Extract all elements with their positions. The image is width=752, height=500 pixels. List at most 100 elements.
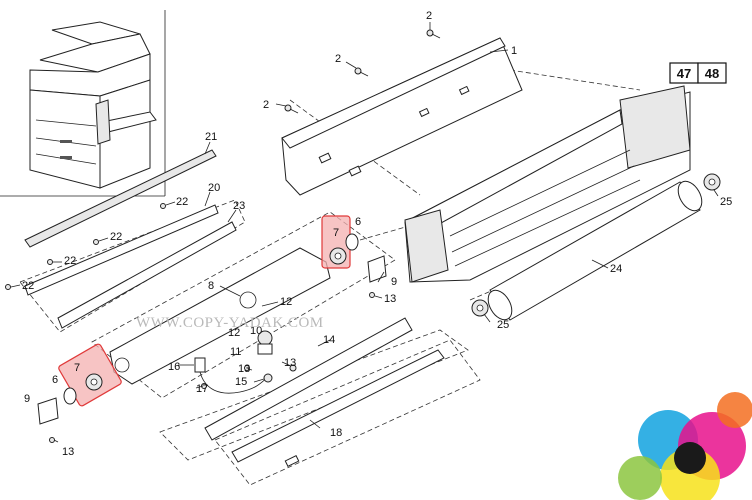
bracket-icon bbox=[37, 397, 59, 425]
callout-22: 22 bbox=[22, 280, 34, 292]
callout-13: 13 bbox=[384, 293, 396, 305]
roller-end bbox=[677, 180, 703, 212]
guide-line bbox=[509, 69, 641, 91]
callout-13: 13 bbox=[62, 446, 74, 458]
callout-11: 11 bbox=[230, 346, 241, 358]
frame-detail bbox=[449, 149, 631, 237]
bracket-hole bbox=[239, 291, 257, 309]
copier-body-side bbox=[99, 79, 151, 189]
callout-labels: 2 1 2 2 21 20 22 23 22 22 22 6 7 9 13 8 … bbox=[22, 10, 732, 458]
screw-icon bbox=[284, 104, 299, 114]
callout-13: 13 bbox=[284, 357, 296, 369]
part-1-top-cover bbox=[281, 37, 523, 196]
callout-6: 6 bbox=[355, 216, 361, 228]
roller-end bbox=[487, 289, 513, 321]
part-15-clamp bbox=[263, 373, 273, 383]
callout-21: 21 bbox=[205, 131, 217, 143]
heater-terminal bbox=[284, 455, 300, 467]
cover-slot bbox=[418, 107, 430, 118]
lamp-body bbox=[204, 317, 413, 441]
cover-slot bbox=[318, 152, 332, 164]
part-23-strip bbox=[57, 221, 237, 329]
harness-parts bbox=[194, 357, 273, 394]
screw-icon bbox=[289, 364, 297, 372]
callout-14: 14 bbox=[323, 334, 335, 346]
watermark-text: WWW.COPY-YADAK.COM bbox=[136, 315, 324, 331]
cover-slot bbox=[458, 85, 470, 96]
callout-7: 7 bbox=[74, 362, 80, 374]
ref-box-48-label: 48 bbox=[705, 66, 719, 81]
screw-icon bbox=[201, 383, 207, 389]
bushing-icon bbox=[63, 387, 77, 405]
part-6-upper bbox=[345, 233, 359, 251]
callout-2: 2 bbox=[263, 99, 269, 111]
callout-20: 20 bbox=[208, 182, 220, 194]
heater-body bbox=[231, 349, 445, 463]
screw-icon bbox=[49, 437, 55, 443]
callout-24: 24 bbox=[610, 263, 622, 275]
frame-detail bbox=[451, 165, 635, 253]
screw-icon bbox=[93, 239, 99, 245]
sensor-parts bbox=[257, 330, 297, 372]
part-6-lower bbox=[63, 387, 77, 405]
callout-13: 13 bbox=[238, 363, 250, 375]
header-reference-boxes: 47 48 bbox=[669, 62, 727, 84]
part-7-highlight-upper bbox=[321, 215, 351, 269]
ref-box-48 bbox=[697, 62, 727, 84]
strips-left bbox=[24, 149, 237, 329]
leader-lines bbox=[10, 22, 719, 443]
copier-inset bbox=[0, 10, 166, 197]
guide-box-bottom bbox=[214, 339, 481, 486]
guide-box-lower bbox=[159, 329, 469, 461]
copier-scanner bbox=[39, 33, 151, 73]
frame-detail bbox=[454, 179, 641, 267]
part-18-heater bbox=[231, 349, 445, 467]
callout-22: 22 bbox=[64, 255, 76, 267]
callout-7: 7 bbox=[333, 227, 339, 239]
screw-icon bbox=[160, 203, 166, 209]
frame-right-end bbox=[619, 85, 691, 169]
cmyk-logo bbox=[618, 392, 752, 500]
frame-left-end bbox=[404, 209, 449, 283]
logo-black-circle bbox=[674, 442, 706, 474]
screw-icon bbox=[369, 292, 375, 298]
callout-16: 16 bbox=[168, 361, 180, 373]
screw-icon bbox=[426, 29, 441, 39]
part-24-roller bbox=[487, 180, 703, 321]
callout-25: 25 bbox=[497, 319, 509, 331]
callout-17: 17 bbox=[196, 383, 208, 395]
part-20-strip bbox=[24, 204, 219, 296]
callout-8: 8 bbox=[208, 280, 214, 292]
callout-18: 18 bbox=[330, 427, 342, 439]
screw-icon bbox=[354, 67, 369, 77]
screw-icon bbox=[47, 259, 53, 265]
callout-22: 22 bbox=[110, 231, 122, 243]
logo-green-circle bbox=[618, 456, 662, 500]
bracket-hole bbox=[114, 357, 130, 373]
part-9-lower bbox=[37, 397, 59, 425]
callout-23: 23 bbox=[233, 200, 245, 212]
callout-9: 9 bbox=[24, 393, 30, 405]
top-cover-body bbox=[281, 37, 523, 196]
ref-box-47-label: 47 bbox=[677, 66, 691, 81]
screw-icon bbox=[5, 284, 11, 290]
callout-6: 6 bbox=[52, 374, 58, 386]
part-9-upper bbox=[367, 255, 387, 283]
callout-2: 2 bbox=[335, 53, 341, 65]
top-cover-edge bbox=[281, 37, 506, 149]
part-21-strip bbox=[24, 149, 217, 248]
callout-15: 15 bbox=[235, 376, 247, 388]
copier-fuser-location bbox=[95, 99, 111, 145]
callout-12: 12 bbox=[280, 296, 292, 308]
gear-25 bbox=[471, 173, 721, 317]
fuser-frame bbox=[404, 85, 691, 283]
drawer-handle bbox=[60, 156, 72, 159]
callout-12: 12 bbox=[228, 327, 240, 339]
callout-1: 1 bbox=[511, 45, 517, 57]
screws-2 bbox=[284, 29, 441, 114]
bushing-icon bbox=[345, 233, 359, 251]
part-16-connector bbox=[194, 357, 206, 373]
bracket-icon bbox=[367, 255, 387, 283]
drawer-handle bbox=[60, 140, 72, 143]
